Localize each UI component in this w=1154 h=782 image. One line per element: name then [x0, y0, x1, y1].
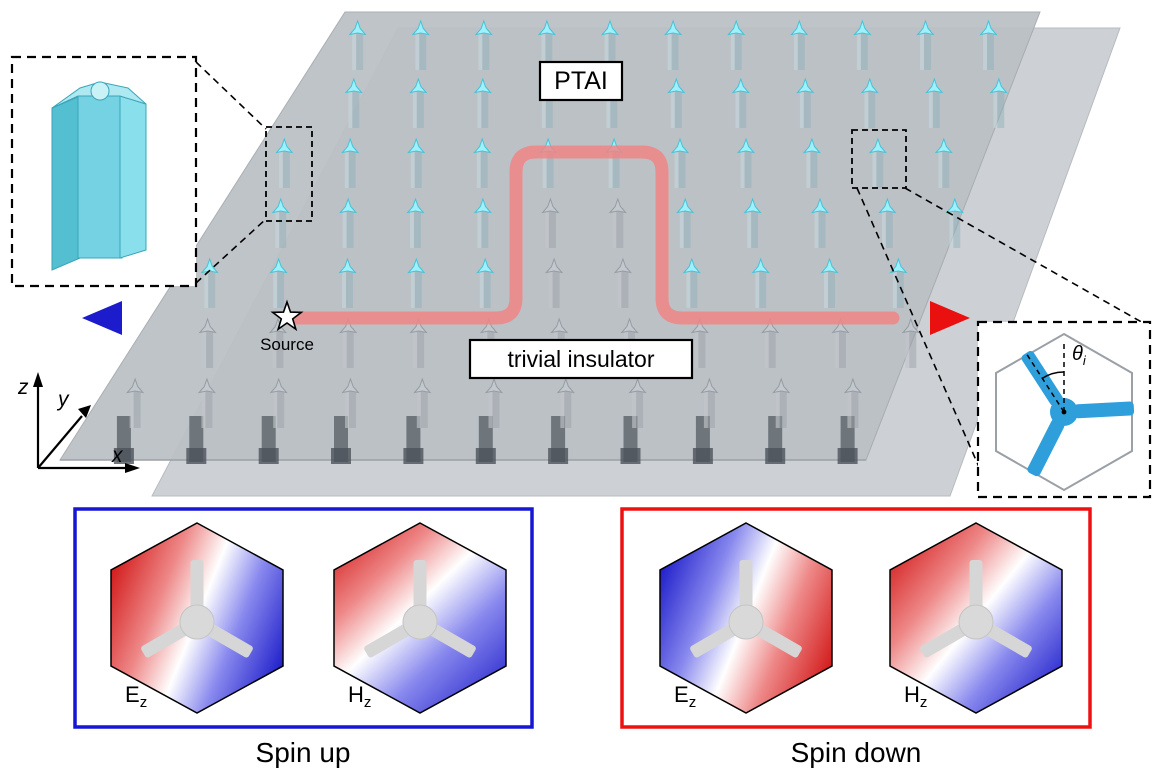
- unit-pillar-3d: [51, 81, 147, 271]
- topological-waveguide-path: [280, 145, 900, 325]
- spin-down-caption: Spin down: [791, 737, 922, 768]
- source-star-icon: [270, 299, 304, 332]
- field-label-hz-up: Hz: [348, 682, 371, 711]
- spin-down-arrow: [885, 301, 970, 335]
- axis-z-label: z: [17, 376, 29, 399]
- trivial-insulator-label-box: trivial insulator: [468, 338, 694, 380]
- pillar-closeup-inset: [10, 55, 313, 288]
- axis-x-label: x: [111, 444, 124, 467]
- unit-cell-hexagon: [995, 332, 1133, 492]
- axis-y-label: y: [56, 388, 70, 411]
- spin-down-panel: Ez Hz: [620, 507, 1092, 729]
- source-label: Source: [260, 335, 314, 354]
- spin-up-caption: Spin up: [256, 737, 351, 768]
- ptai-label: PTAI: [554, 67, 608, 95]
- spin-up-panel: Ez Hz: [73, 507, 534, 729]
- ptai-label-box: PTAI: [538, 60, 624, 102]
- trivial-insulator-label: trivial insulator: [508, 346, 655, 372]
- theta-label: θi: [1072, 343, 1087, 368]
- rod-target-box: [851, 129, 907, 189]
- spin-up-arrow: [82, 301, 280, 335]
- field-label-hz-down: Hz: [904, 682, 927, 711]
- field-label-ez-down: Ez: [674, 682, 696, 711]
- rod-orientation-inset: θi: [851, 129, 1152, 499]
- coordinate-axes: [33, 372, 140, 473]
- pillar-target-box: [265, 126, 313, 222]
- field-label-ez-up: Ez: [125, 682, 147, 711]
